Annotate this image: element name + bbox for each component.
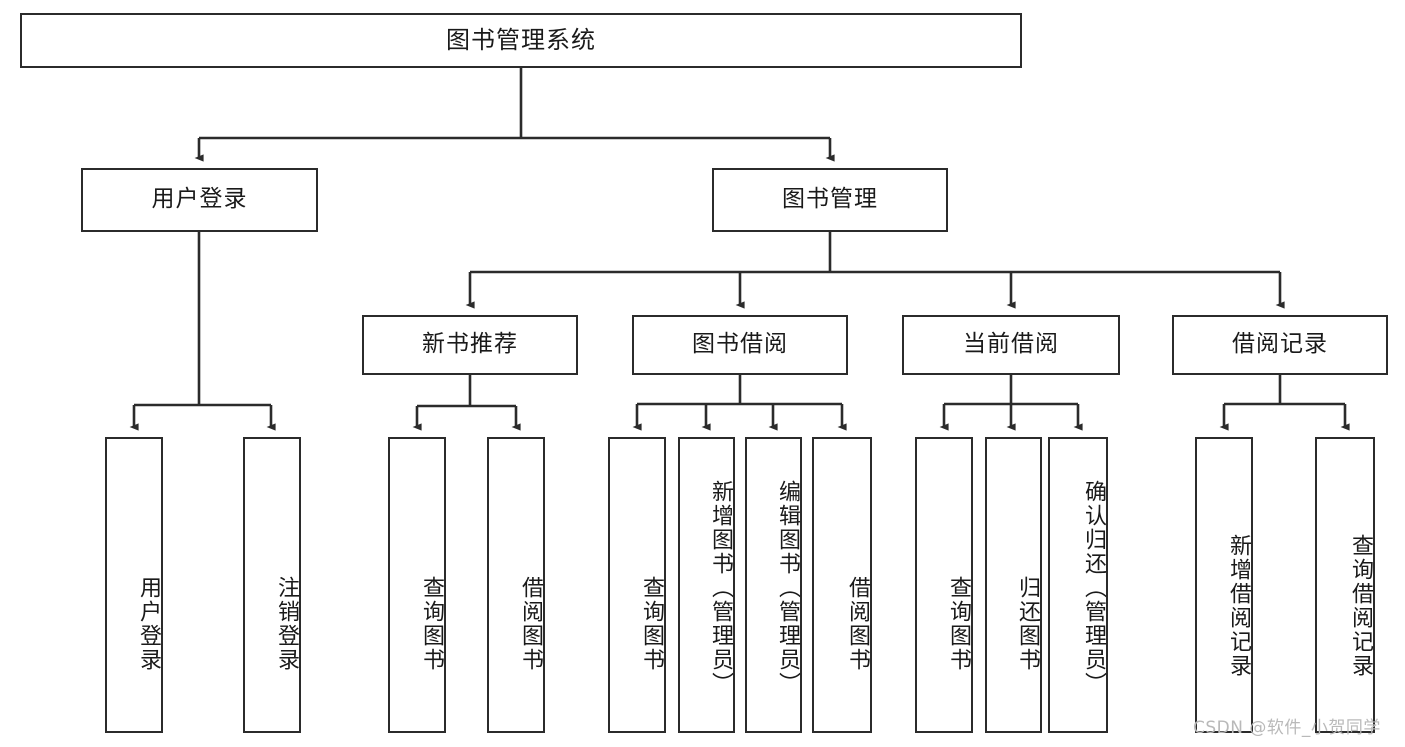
leaf-query-book-3[interactable]: 查询图书 [915,437,973,733]
node-label: 新增图书（管理员） [708,480,733,696]
leaf-return-book[interactable]: 归还图书 [985,437,1042,733]
node-book-manage[interactable]: 图书管理 [712,168,948,232]
node-label: 查询图书 [419,576,444,672]
csdn-watermark: CSDN @软件_小贺同学 [1193,718,1381,738]
node-borrow-record[interactable]: 借阅记录 [1172,315,1388,375]
leaf-query-book-1[interactable]: 查询图书 [388,437,446,733]
node-book-borrow[interactable]: 图书借阅 [632,315,848,375]
node-label: 新增借阅记录 [1226,534,1251,678]
node-label: 编辑图书（管理员） [775,480,800,696]
leaf-borrow-book-1[interactable]: 借阅图书 [487,437,545,733]
leaf-query-book-2[interactable]: 查询图书 [608,437,666,733]
leaf-query-record[interactable]: 查询借阅记录 [1315,437,1375,733]
node-label: 借阅图书 [518,576,543,672]
node-label: 借阅图书 [845,576,870,672]
leaf-borrow-book-2[interactable]: 借阅图书 [812,437,872,733]
node-label: 确认归还（管理员） [1081,480,1106,696]
node-label: 用户登录 [151,186,248,213]
node-label: 查询借阅记录 [1348,534,1373,678]
node-book-management-system[interactable]: 图书管理系统 [20,13,1022,68]
node-label: 图书借阅 [692,331,788,358]
node-label: 新书推荐 [422,331,518,358]
node-label: 借阅记录 [1232,331,1328,358]
leaf-edit-book[interactable]: 编辑图书（管理员） [745,437,802,733]
node-label: 注销登录 [274,576,299,672]
node-label: 图书管理 [782,186,878,213]
node-current-borrow[interactable]: 当前借阅 [902,315,1120,375]
node-new-book-recommend[interactable]: 新书推荐 [362,315,578,375]
leaf-add-record[interactable]: 新增借阅记录 [1195,437,1253,733]
node-label: 查询图书 [946,576,971,672]
node-label: 当前借阅 [963,331,1059,358]
node-label: 归还图书 [1015,576,1040,672]
node-label: 图书管理系统 [446,26,596,55]
node-user-login[interactable]: 用户登录 [81,168,318,232]
leaf-user-login[interactable]: 用户登录 [105,437,163,733]
node-label: 查询图书 [639,576,664,672]
node-label: 用户登录 [136,576,161,672]
leaf-logout-login[interactable]: 注销登录 [243,437,301,733]
leaf-add-book[interactable]: 新增图书（管理员） [678,437,735,733]
leaf-confirm-return[interactable]: 确认归还（管理员） [1048,437,1108,733]
